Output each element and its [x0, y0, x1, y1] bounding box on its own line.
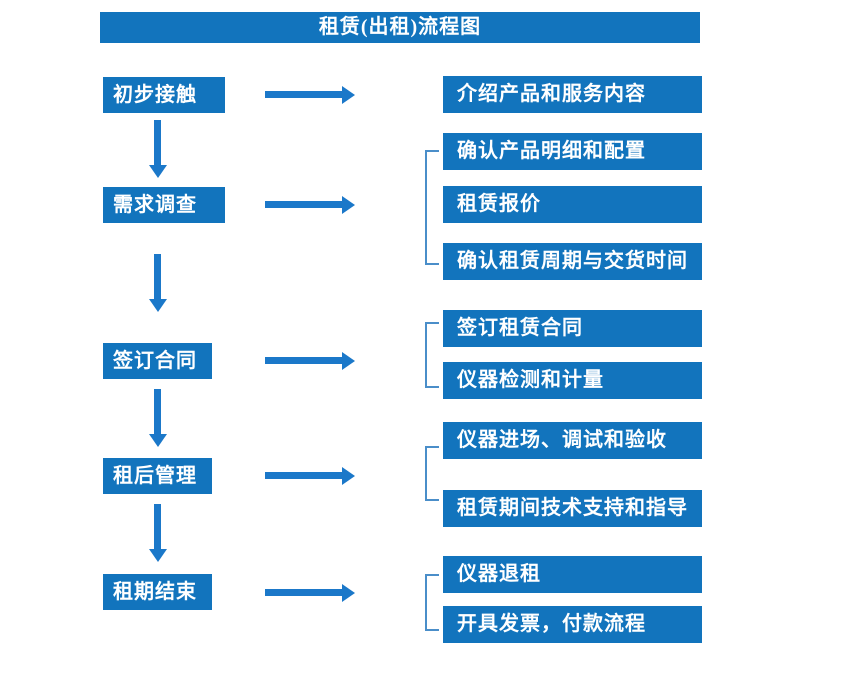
- right-arrow-head-icon: [342, 86, 355, 104]
- right-arrow-head-icon: [342, 584, 355, 602]
- down-arrow-head-icon: [149, 165, 167, 178]
- down-arrow-2: [149, 254, 167, 312]
- output-sign-rental-contract: 签订租赁合同: [443, 310, 702, 347]
- down-arrow-shaft: [154, 389, 161, 435]
- right-arrow-3: [265, 352, 355, 370]
- group-bracket-post-rental: [425, 446, 439, 501]
- down-arrow-shaft: [154, 504, 161, 550]
- right-arrow-shaft: [265, 91, 342, 98]
- down-arrow-shaft: [154, 254, 161, 300]
- down-arrow-1: [149, 120, 167, 178]
- group-bracket-needs-survey: [425, 150, 439, 265]
- page-title: 租赁(出租)流程图: [100, 12, 700, 43]
- right-arrow-head-icon: [342, 467, 355, 485]
- right-arrow-head-icon: [342, 196, 355, 214]
- output-introduce-products-services: 介绍产品和服务内容: [443, 76, 702, 113]
- output-instrument-inspection-metering: 仪器检测和计量: [443, 362, 702, 399]
- right-arrow-shaft: [265, 357, 342, 364]
- output-instrument-arrival-debug-accept: 仪器进场、调试和验收: [443, 422, 702, 459]
- right-arrow-4: [265, 467, 355, 485]
- down-arrow-head-icon: [149, 299, 167, 312]
- right-arrow-shaft: [265, 472, 342, 479]
- right-arrow-shaft: [265, 201, 342, 208]
- step-initial-contact: 初步接触: [103, 77, 225, 113]
- right-arrow-1: [265, 86, 355, 104]
- group-bracket-lease-end: [425, 574, 439, 631]
- down-arrow-head-icon: [149, 549, 167, 562]
- output-rental-quote: 租赁报价: [443, 186, 702, 223]
- step-sign-contract: 签订合同: [103, 343, 212, 379]
- output-rental-period-tech-support: 租赁期间技术支持和指导: [443, 490, 702, 527]
- output-confirm-rental-period-delivery: 确认租赁周期与交货时间: [443, 243, 702, 280]
- right-arrow-5: [265, 584, 355, 602]
- output-confirm-product-details-config: 确认产品明细和配置: [443, 133, 702, 170]
- down-arrow-4: [149, 504, 167, 562]
- step-lease-end: 租期结束: [103, 574, 212, 610]
- down-arrow-shaft: [154, 120, 161, 166]
- down-arrow-3: [149, 389, 167, 447]
- step-post-rental-management: 租后管理: [103, 458, 212, 494]
- output-invoice-payment-process: 开具发票，付款流程: [443, 606, 702, 643]
- output-instrument-return: 仪器退租: [443, 556, 702, 593]
- group-bracket-sign-contract: [425, 322, 439, 388]
- right-arrow-2: [265, 196, 355, 214]
- step-needs-survey: 需求调查: [103, 187, 225, 223]
- down-arrow-head-icon: [149, 434, 167, 447]
- right-arrow-shaft: [265, 589, 342, 596]
- right-arrow-head-icon: [342, 352, 355, 370]
